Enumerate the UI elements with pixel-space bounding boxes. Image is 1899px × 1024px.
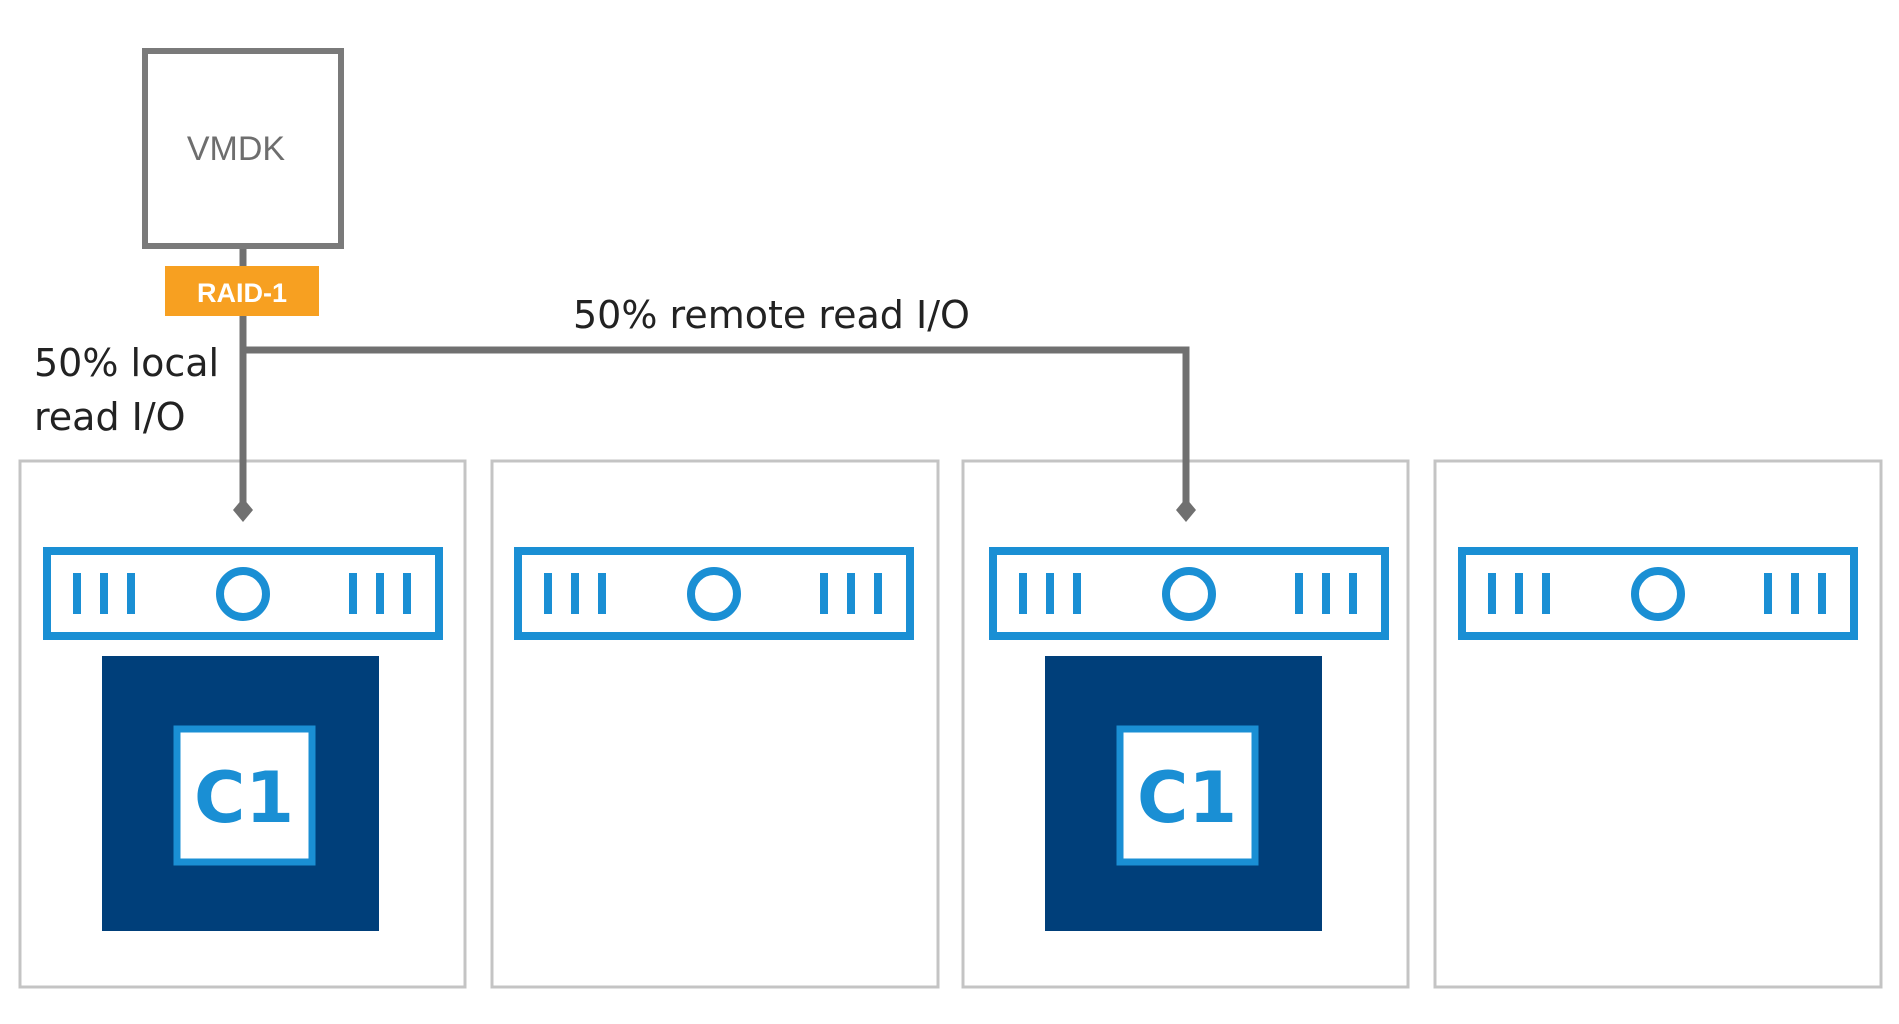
disk-icon	[43, 547, 443, 640]
disk-icon	[989, 547, 1389, 640]
disk-icon	[514, 547, 914, 640]
raid-label: RAID-1	[197, 278, 287, 308]
local-io-arrowhead	[233, 498, 253, 522]
vmdk-box: VMDK	[142, 48, 344, 249]
host-box-2	[490, 459, 940, 989]
component-block-host-1: C1	[102, 656, 379, 931]
local-io-label-line1: 50% local	[34, 341, 219, 385]
connector-lines	[239, 246, 1190, 505]
disk-icon	[1458, 547, 1858, 640]
raid-badge: RAID-1	[165, 266, 319, 316]
component-label: C1	[1137, 757, 1237, 839]
remote-io-label: 50% remote read I/O	[573, 293, 970, 337]
remote-io-arrowhead	[1176, 498, 1196, 522]
host-box-4	[1433, 459, 1883, 989]
component-block-host-3: C1	[1045, 656, 1322, 931]
remote-io-line	[243, 346, 1190, 505]
local-io-label-line2: read I/O	[34, 395, 186, 439]
vmdk-label: VMDK	[187, 130, 286, 168]
component-label: C1	[194, 757, 294, 839]
